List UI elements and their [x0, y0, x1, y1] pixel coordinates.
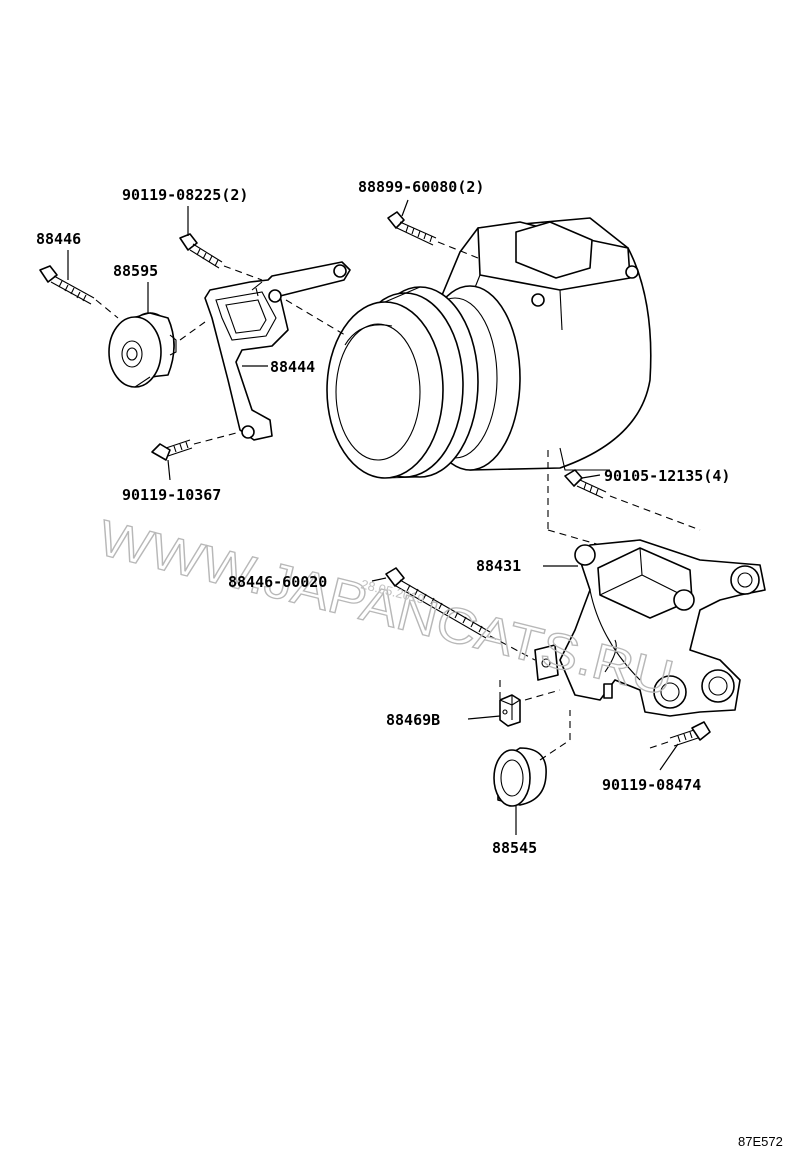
idler-pulley-88595[interactable] [108, 312, 177, 388]
bolt-90119-08474[interactable] [649, 721, 711, 749]
label-88446-60020[interactable]: 88446-60020 [228, 573, 327, 591]
label-88469B[interactable]: 88469B [386, 711, 440, 729]
label-90119-08474[interactable]: 90119-08474 [602, 776, 701, 794]
bolt-90119-10367[interactable] [151, 431, 241, 461]
bolt-88446[interactable] [39, 265, 95, 305]
bolt-90119-08225[interactable] [179, 233, 263, 281]
label-88899-60080[interactable]: 88899-60080(2) [358, 178, 484, 196]
bolt-88899-60080[interactable] [387, 211, 479, 259]
leader-lines [67, 199, 679, 835]
bushing-88545[interactable] [493, 710, 571, 807]
label-88431[interactable]: 88431 [476, 557, 521, 575]
label-88545[interactable]: 88545 [492, 839, 537, 857]
bolt-90105-12135[interactable] [547, 450, 701, 546]
label-88595[interactable]: 88595 [113, 262, 158, 280]
plate-88469B[interactable] [499, 680, 561, 727]
figure-code: 87E572 [738, 1134, 783, 1149]
label-88446[interactable]: 88446 [36, 230, 81, 248]
compressor-88320[interactable] [326, 217, 652, 479]
label-90119-10367[interactable]: 90119-10367 [122, 486, 221, 504]
mounting-bracket-88431[interactable] [534, 539, 766, 717]
assembly-guide-lines [95, 299, 346, 341]
bracket-88444[interactable] [204, 261, 351, 441]
bolt-88446-60020[interactable] [385, 567, 536, 661]
label-90105-12135[interactable]: 90105-12135(4) [604, 467, 730, 485]
label-90119-08225[interactable]: 90119-08225(2) [122, 186, 248, 204]
label-88444[interactable]: 88444 [270, 358, 315, 376]
part-labels: 90119-08225(2) 88899-60080(2) 88446 8859… [36, 178, 730, 857]
